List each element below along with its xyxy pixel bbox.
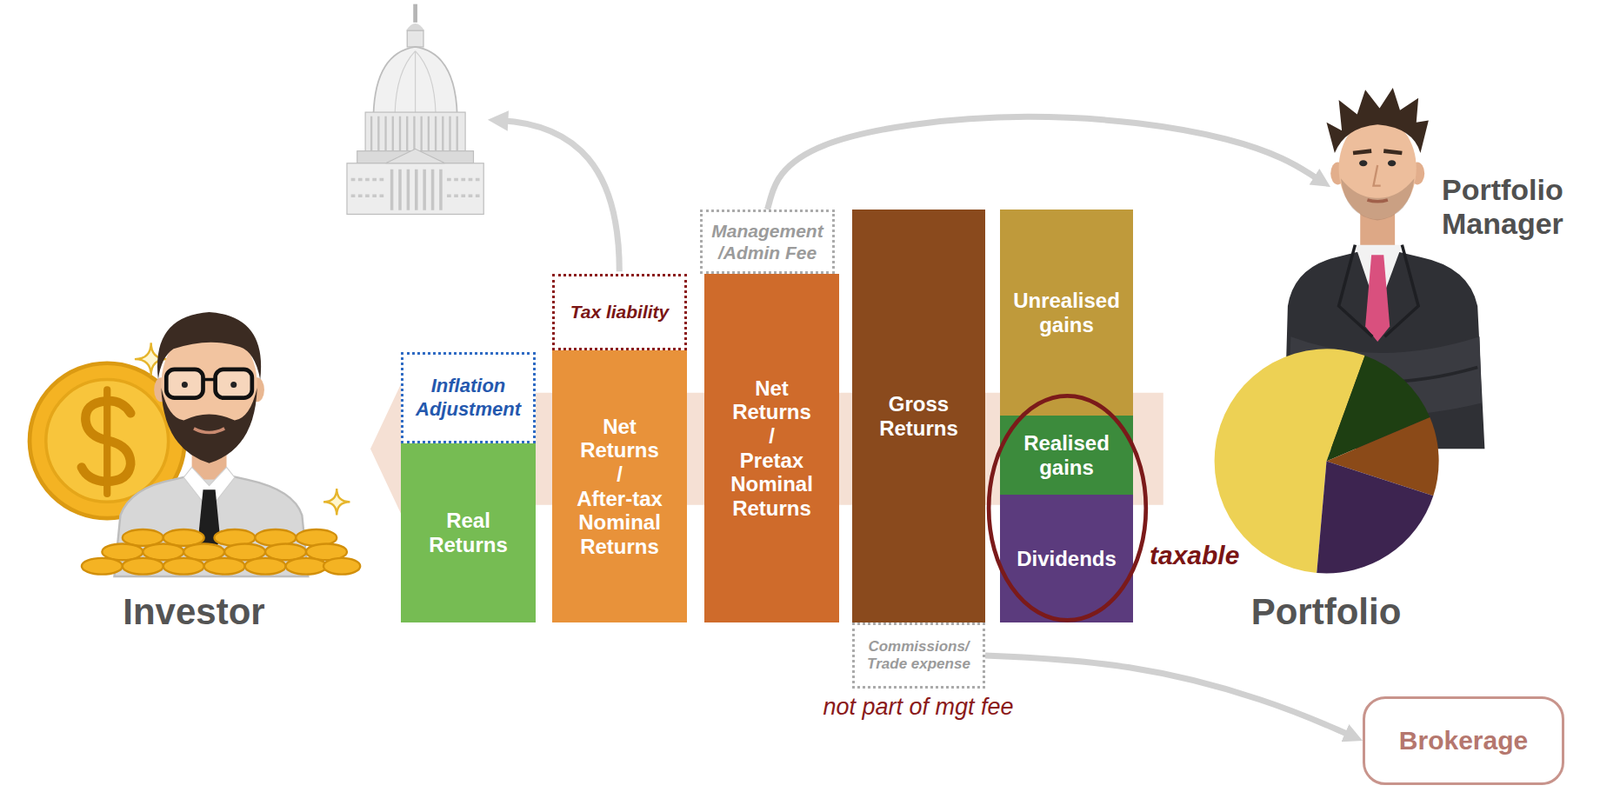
fee-box: Management /Admin Fee — [700, 209, 835, 274]
label-text: taxable — [1149, 540, 1359, 572]
investor-figure — [230, 381, 237, 388]
node-text: Management /Admin Fee — [707, 220, 827, 264]
expense-box: Commissions/ Trade expense — [852, 622, 986, 689]
manager-illustration — [1387, 160, 1396, 167]
label-text: not part of mgt fee — [744, 693, 1093, 721]
investor-figure — [163, 558, 205, 575]
capitol-building — [346, 163, 484, 215]
investor-figure — [46, 380, 169, 503]
node-text: Net Returns / After-tax Nominal Returns — [559, 414, 680, 560]
annotation: taxable — [1149, 540, 1359, 572]
manager-illustration — [1339, 245, 1420, 338]
manager-illustration — [1326, 87, 1429, 154]
capitol-building — [394, 51, 436, 115]
capitol-building — [406, 30, 424, 47]
flow-arrow — [767, 116, 1321, 210]
investor-figure — [122, 558, 164, 575]
flow-arrow — [985, 655, 1352, 736]
investor-figure — [203, 378, 216, 382]
investor-figure — [166, 369, 203, 399]
manager-illustration — [1359, 160, 1367, 167]
node-text: Inflation Adjustment — [408, 374, 528, 421]
figure-label: Investor — [20, 591, 368, 634]
investor-figure — [286, 558, 327, 575]
taxable-ring — [988, 395, 1147, 620]
capitol-building — [386, 148, 446, 163]
capitol-building — [365, 112, 466, 154]
return-bar: Real Returns — [400, 443, 536, 623]
node-text: Net Returns / Pretax Nominal Returns — [711, 376, 833, 521]
manager-figure: Portfolio Manager — [1330, 95, 1592, 357]
taxable-ring — [988, 395, 1147, 620]
label-text: Portfolio — [1152, 591, 1500, 634]
investor-figure — [323, 558, 360, 575]
node-text: Realised gains — [1006, 431, 1127, 480]
investor-figure — [215, 369, 253, 399]
investor-figure — [323, 488, 351, 516]
investor-figure — [29, 312, 360, 577]
node-text: Real Returns — [407, 508, 529, 557]
return-bar: Gross Returns — [852, 209, 986, 623]
node-text: Dividends — [1016, 546, 1117, 572]
brokerage-box: Brokerage — [1362, 696, 1565, 786]
capitol-building — [413, 4, 418, 23]
capitol-building — [371, 116, 458, 152]
return-segment: Dividends — [1000, 494, 1134, 623]
node-text: Portfolio Manager — [1441, 173, 1592, 241]
portfolio-pie — [1316, 460, 1434, 574]
return-bar: Net Returns / After-tax Nominal Returns — [552, 350, 687, 623]
manager-illustration — [1366, 200, 1387, 202]
capitol-building — [373, 46, 457, 114]
investor-figure — [245, 558, 287, 575]
tax-arrow — [500, 120, 620, 272]
label-text: Investor — [20, 591, 368, 634]
node-text: Brokerage — [1399, 726, 1528, 757]
tax-box: Tax liability — [552, 273, 687, 351]
investor-figure — [81, 529, 360, 575]
node-text: Unrealised gains — [1006, 288, 1127, 337]
node-text: Commissions/ Trade expense — [860, 638, 978, 674]
capitol-building — [346, 4, 484, 215]
node-text: Tax liability — [570, 300, 670, 323]
investor-figure — [103, 389, 111, 494]
investor-figure — [193, 428, 225, 434]
capitol-building — [351, 180, 480, 197]
investor-figure — [81, 558, 123, 575]
tax-arrow — [500, 120, 620, 272]
return-segment: Realised gains — [1000, 415, 1134, 495]
return-segment: Unrealised gains — [1000, 209, 1134, 416]
return-bar: Net Returns / Pretax Nominal Returns — [704, 273, 840, 623]
capitol-building — [406, 23, 425, 31]
figure-label: Portfolio — [1152, 591, 1500, 634]
adjustment-box: Inflation Adjustment — [400, 352, 536, 444]
investor-figure — [204, 558, 246, 575]
investor-figure — [181, 381, 188, 388]
node-text: Gross Returns — [859, 392, 979, 440]
annotation: not part of mgt fee — [744, 693, 1093, 721]
manager-illustration — [1353, 151, 1402, 154]
capitol-building — [392, 169, 441, 211]
manager-illustration — [1373, 165, 1380, 186]
portfolio-pie — [1214, 348, 1440, 574]
manager-illustration — [1365, 254, 1390, 342]
